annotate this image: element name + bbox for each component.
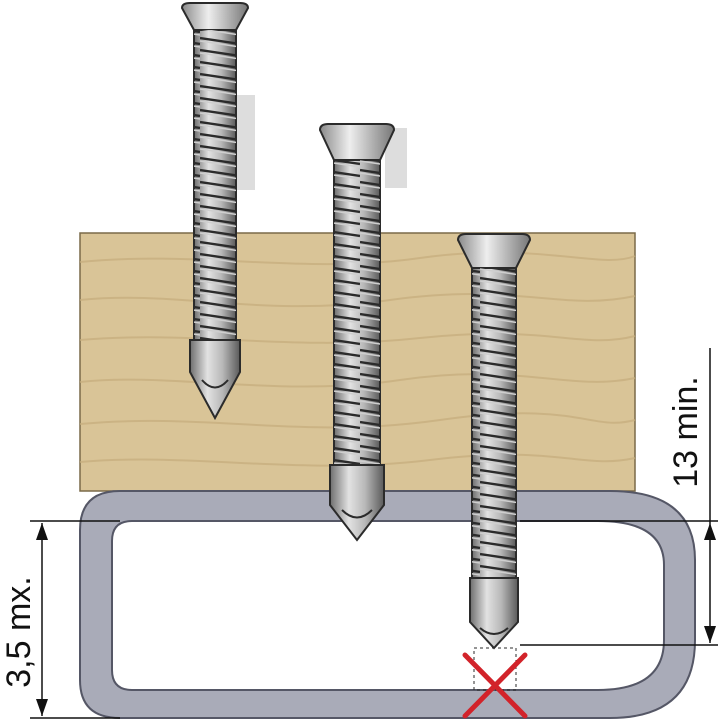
screw-icon <box>180 2 255 421</box>
wrong-cross-icon <box>462 652 528 719</box>
wood-grain <box>79 251 636 467</box>
max-thickness-label: 3,5 mx. <box>0 576 38 687</box>
min-embed-label: 13 min. <box>667 376 705 488</box>
steel-tube <box>79 490 696 719</box>
screw-icon <box>318 123 407 542</box>
dimension-arrow-icon <box>30 520 120 719</box>
dimension-arrow-icon <box>520 348 718 646</box>
screw-icon <box>456 233 532 691</box>
